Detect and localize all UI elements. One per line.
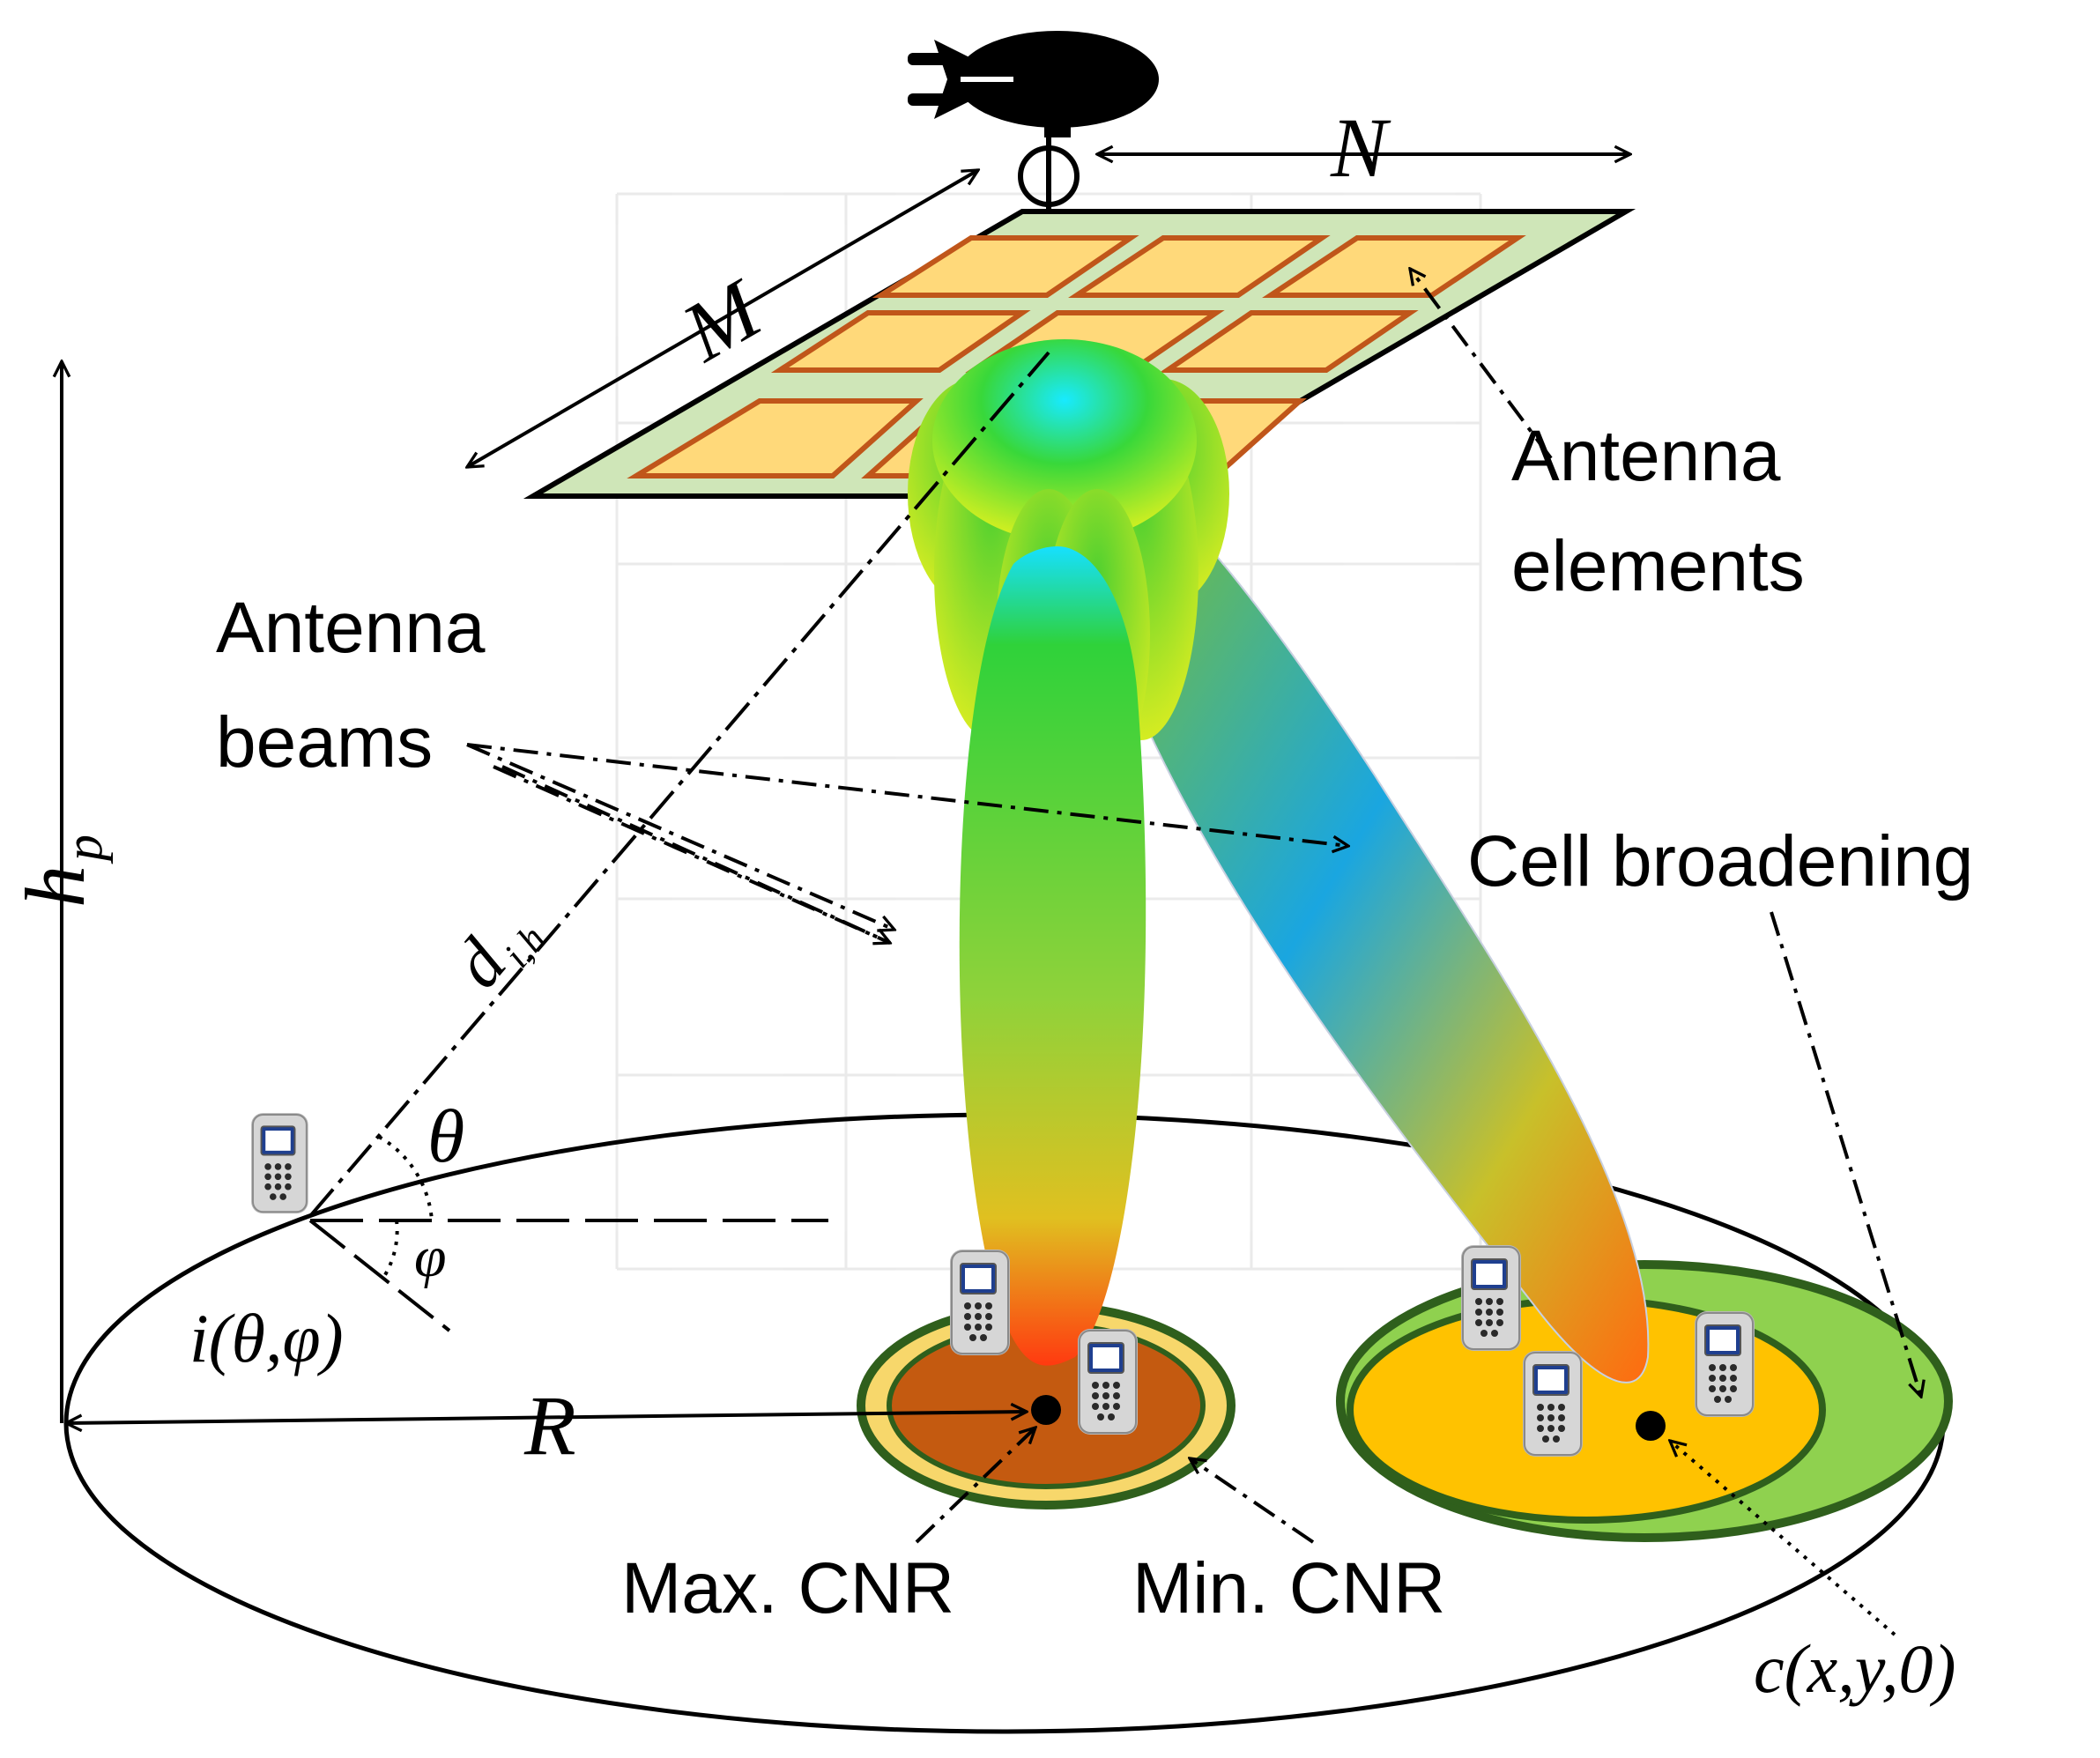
phone-icon (250, 1112, 309, 1215)
slant-distance-line (308, 351, 1050, 1218)
antenna-elements-label-line1: Antenna (1511, 416, 1781, 496)
antenna-beams-label-line2: beams (216, 702, 433, 783)
n-symbol: N (1330, 100, 1391, 195)
max-cnr-label: Max. CNR (621, 1548, 954, 1628)
phi-arc (382, 1220, 399, 1280)
r-dimension-arrow (66, 1412, 1027, 1423)
antenna-feed-icon (1018, 132, 1080, 211)
azimuth-line (308, 1219, 451, 1332)
phone-icon (1522, 1350, 1584, 1458)
airship-icon (908, 31, 1159, 137)
callout-lines (466, 269, 1921, 1544)
cell-center-dot-left (1031, 1395, 1061, 1425)
phone-icon (1460, 1244, 1522, 1352)
phone-icon (949, 1249, 1011, 1356)
r-symbol: R (523, 1378, 576, 1472)
svg-text:p: p (55, 834, 113, 864)
main-beam (959, 546, 1146, 1366)
phone-icon (1077, 1328, 1139, 1435)
theta-symbol: θ (427, 1094, 464, 1178)
hp-symbol: h p (8, 834, 113, 908)
antenna-beams-label-line1: Antenna (216, 588, 486, 668)
slant-distance-symbol: d i,h (439, 917, 554, 1002)
cell-broadening-label: Cell broadening (1467, 821, 1973, 901)
phone-icon (1694, 1310, 1755, 1418)
cell-center-dot-right (1636, 1411, 1666, 1441)
antenna-elements-label-line2: elements (1511, 526, 1805, 606)
m-dimension-arrow (467, 170, 978, 467)
theta-arc (378, 1135, 434, 1221)
cell-center-label: c(x,y,0) (1754, 1630, 1956, 1707)
svg-text:h: h (8, 865, 102, 908)
user-position-label: i(θ,φ) (189, 1300, 344, 1376)
min-cnr-label: Min. CNR (1132, 1548, 1445, 1628)
phi-symbol: φ (414, 1225, 447, 1289)
cell-center-leader (1670, 1441, 1896, 1636)
